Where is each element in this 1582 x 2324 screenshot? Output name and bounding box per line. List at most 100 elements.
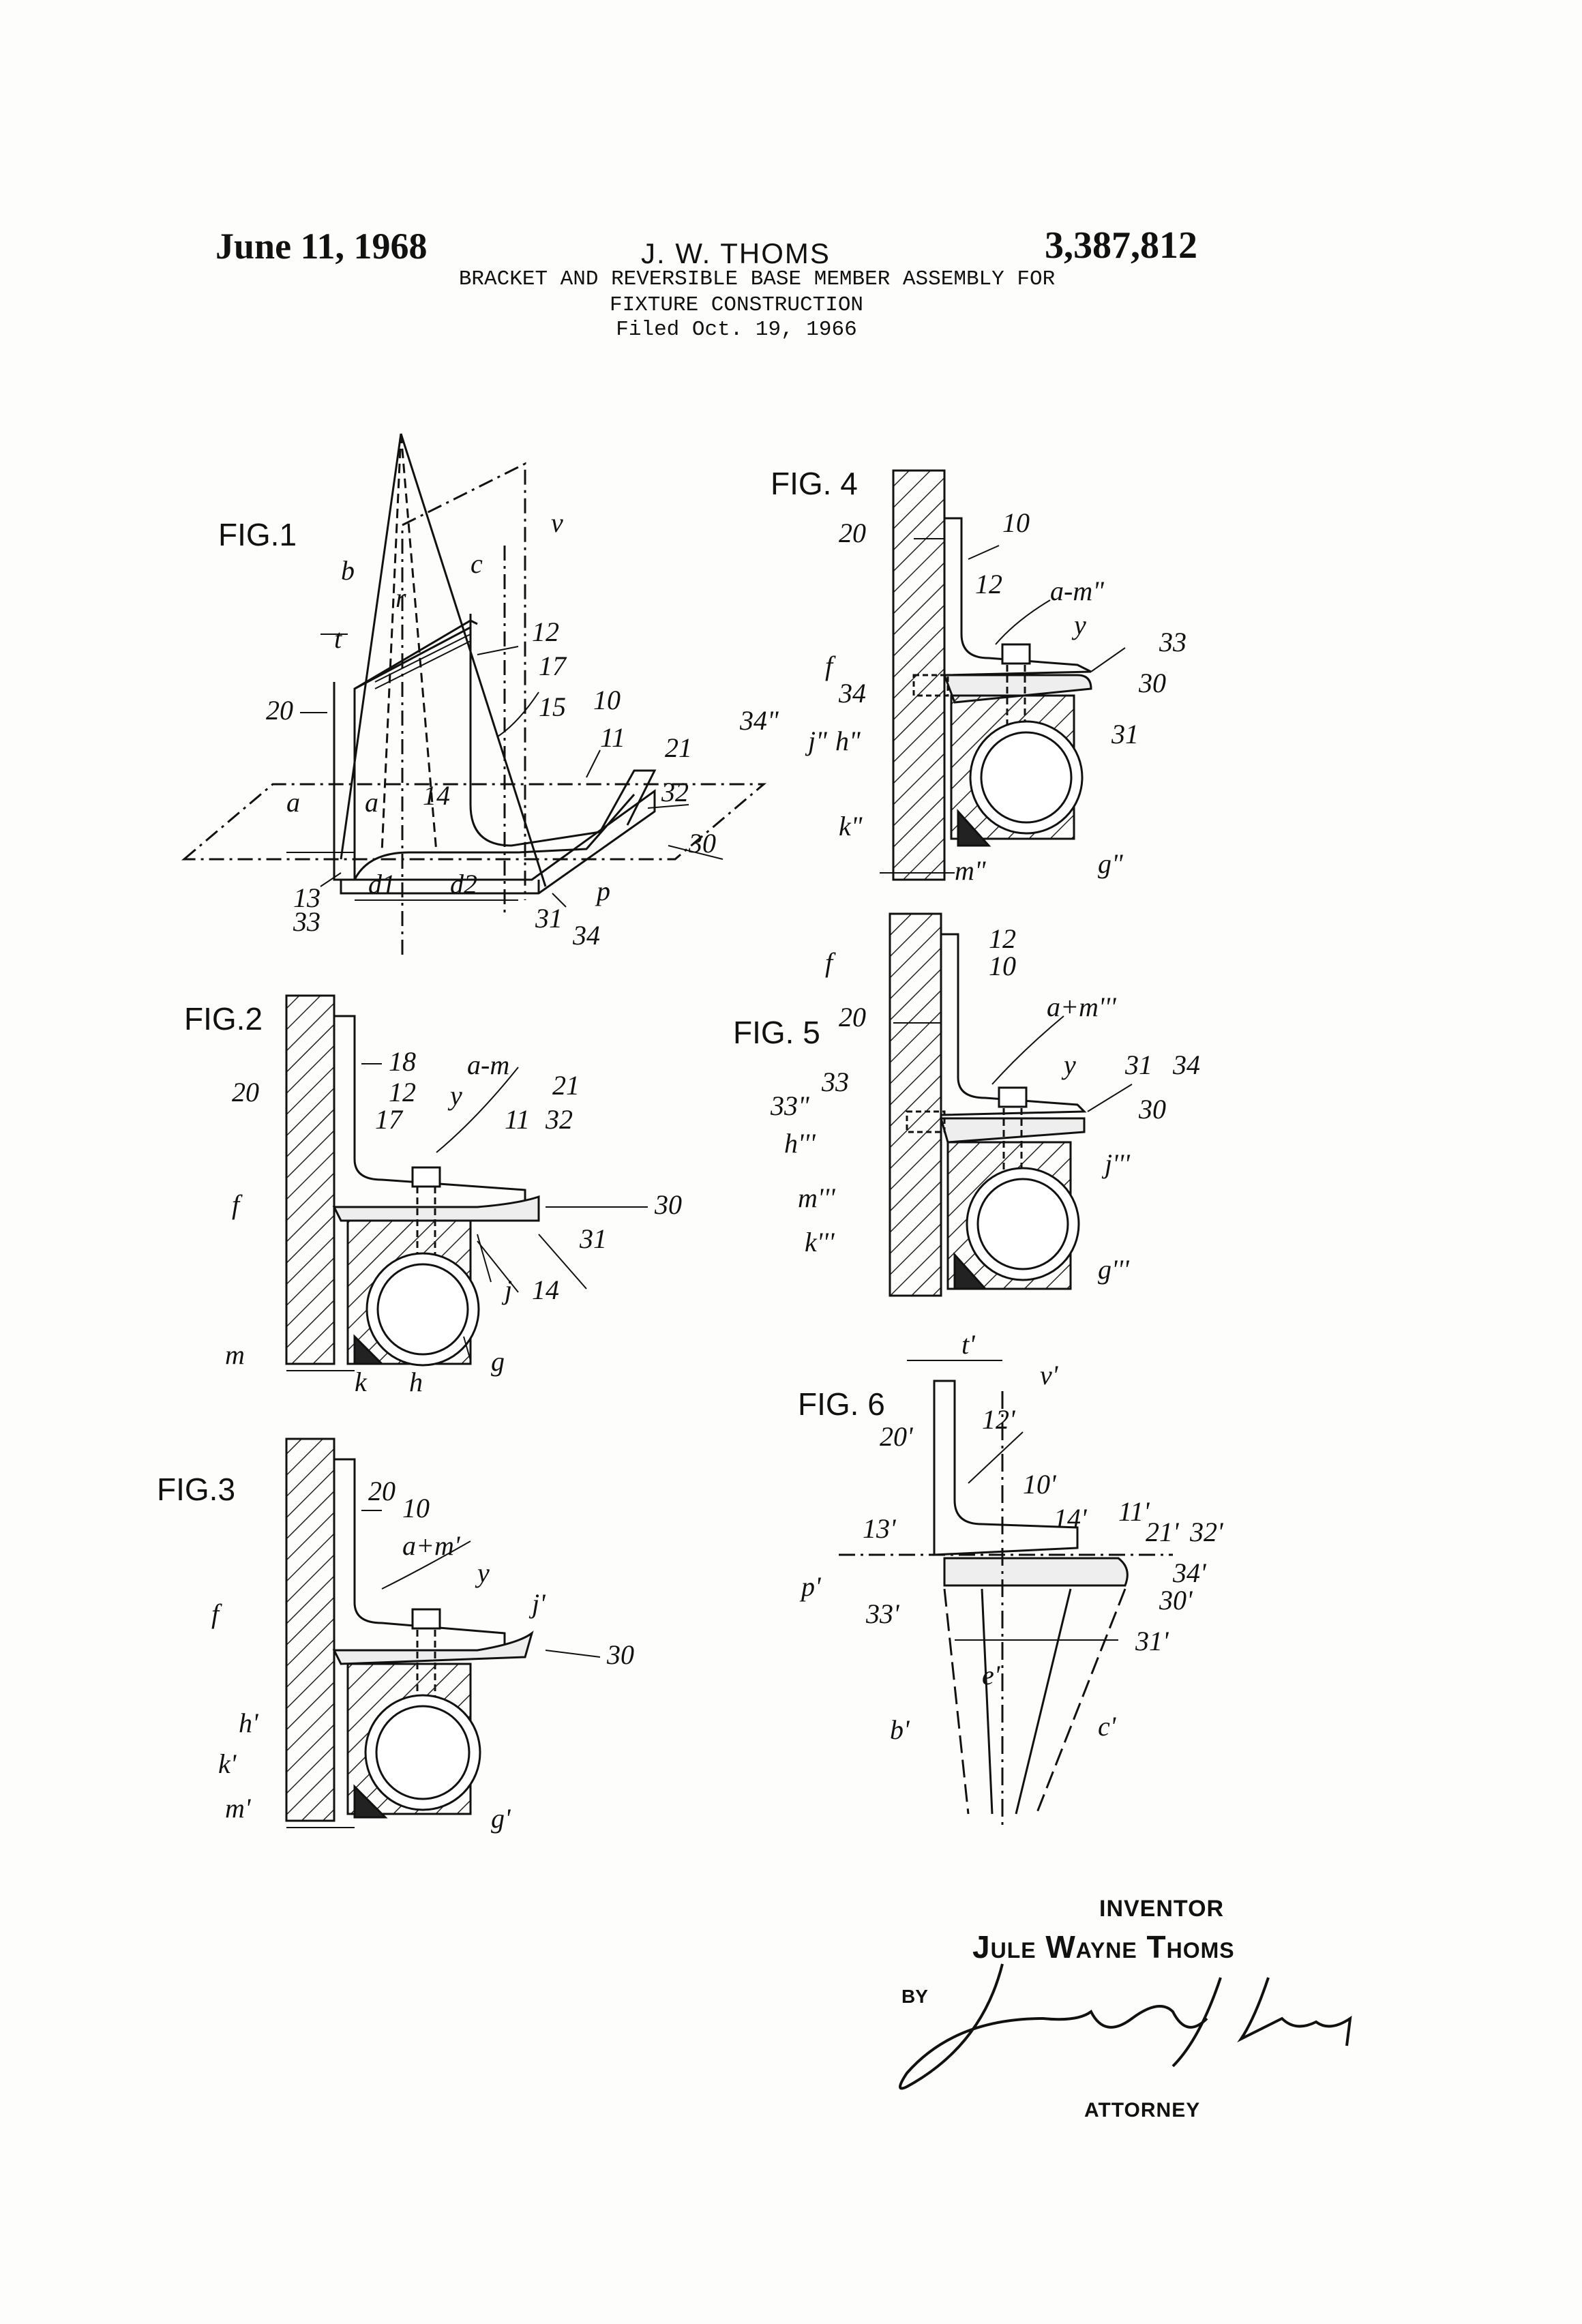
fig3-label-m: m' (225, 1793, 252, 1823)
fig6-label-12: 12' (982, 1404, 1016, 1435)
fig1-label-34: 34 (572, 920, 600, 951)
fig2-label-30: 30 (654, 1189, 682, 1220)
fig4-title: FIG. 4 (771, 466, 858, 501)
fig2-label-m: m (225, 1339, 245, 1370)
fig1-label-17: 17 (539, 651, 567, 681)
fig5-label-31: 31 (1124, 1049, 1152, 1080)
fig6-label-11: 11' (1118, 1496, 1150, 1527)
attorney-label: ATTORNEY (1084, 2099, 1201, 2121)
fig2-label-k: k (355, 1367, 368, 1397)
fig3-label-g: g' (491, 1803, 511, 1834)
fig4-label-y: y (1071, 610, 1086, 640)
fig5-label-f: f (825, 947, 836, 978)
fig6-label-21: 21' (1146, 1517, 1180, 1547)
fig6-label-30: 30' (1159, 1585, 1193, 1615)
fig6-label-10: 10' (1023, 1469, 1057, 1500)
fig4-label-j: j" (805, 726, 827, 756)
fig4-label-f: f (825, 651, 836, 681)
fig2-label-h: h (409, 1367, 423, 1397)
fig6-label-14: 14' (1054, 1503, 1088, 1534)
inventor-label: INVENTOR (1099, 1896, 1225, 1922)
fig1-label-14: 14 (423, 780, 450, 811)
fig1-label-32: 32 (661, 777, 689, 807)
fig4-label-30: 30 (1138, 668, 1166, 698)
fig6-label-t: t' (961, 1329, 976, 1360)
fig1-label-20: 20 (266, 695, 293, 726)
fig1-label-d1: d1 (368, 869, 395, 899)
fig6-label-31: 31' (1135, 1626, 1169, 1656)
fig6-title: FIG. 6 (798, 1386, 885, 1422)
fig6-drawing: FIG. 6 t' v' 20' 12' 10' 14' 11' 13' (798, 1329, 1224, 1828)
title-line-1: BRACKET AND REVERSIBLE BASE MEMBER ASSEM… (458, 267, 1056, 291)
fig3-label-y: y (475, 1558, 490, 1588)
fig4-label-31: 31 (1111, 719, 1139, 749)
fig2-title: FIG.2 (184, 1001, 263, 1037)
fig3-label-20: 20 (368, 1476, 395, 1506)
fig3-label-j: j' (528, 1588, 546, 1619)
fig4-label-g: g" (1098, 848, 1123, 879)
fig5-label-12: 12 (989, 923, 1016, 954)
fig1-title: FIG.1 (218, 517, 297, 552)
fig2-drawing: FIG.2 18 a-m 2 (184, 994, 682, 1397)
fig1-label-15: 15 (539, 691, 566, 722)
fig1-label-c: c (471, 548, 483, 579)
fig1-label-a-left: a (286, 787, 300, 818)
fig2-label-18: 18 (389, 1046, 416, 1077)
fig4-label-12: 12 (975, 569, 1002, 599)
by-label: BY (901, 1986, 928, 2007)
fig1-label-v: v (551, 507, 563, 538)
inventor-header: J. W. THOMS (641, 237, 831, 269)
fig5-label-k: k''' (805, 1227, 835, 1257)
fig6-label-e: e' (982, 1660, 1001, 1690)
fig1-label-31: 31 (535, 903, 563, 934)
fig3-label-30: 30 (606, 1639, 634, 1670)
fig2-label-a-m: a-m (467, 1049, 509, 1080)
fig4-label-20: 20 (839, 518, 866, 548)
fig2-label-31: 31 (579, 1223, 607, 1254)
fig6-label-32: 32' (1189, 1517, 1224, 1547)
fig3-label-f: f (211, 1598, 222, 1629)
fig4-label-34: 34 (838, 678, 866, 709)
fig2-label-12: 12 (389, 1077, 416, 1107)
fig5-label-m: m''' (798, 1182, 836, 1213)
fig1-label-10: 10 (593, 685, 621, 715)
fig2-label-y: y (447, 1080, 462, 1111)
fig4-label-10: 10 (1002, 507, 1030, 538)
fig5-label-a-plus-m: a+m''' (1047, 992, 1117, 1022)
fig1-label-30: 30 (688, 828, 716, 859)
fig5-label-g: g''' (1098, 1254, 1130, 1285)
fig1-label-12: 12 (532, 616, 559, 647)
fig2-label-32: 32 (545, 1104, 573, 1135)
title-line-2: FIXTURE CONSTRUCTION (609, 293, 864, 317)
fig6-label-20: 20' (880, 1421, 914, 1452)
fig1-label-r: r (395, 582, 406, 613)
fig1-label-a-right: a (365, 787, 378, 818)
fig5-label-j: j''' (1101, 1148, 1131, 1179)
fig1-label-p: p (595, 876, 610, 906)
fig5-label-h: h''' (784, 1128, 816, 1159)
fig2-label-f: f (232, 1189, 243, 1220)
fig5-label-y: y (1061, 1049, 1076, 1080)
fig3-label-a-plus-m: a+m' (402, 1530, 461, 1561)
fig3-drawing: FIG.3 20 10 a+m' y j' f 30 h' k' m' (157, 1437, 634, 1834)
fig1-label-b: b (341, 555, 355, 586)
fig6-label-33: 33' (865, 1598, 900, 1629)
fig5-drawing: FIG. 5 12 f 10 20 a+m''' y 31 34 33 33" (733, 912, 1200, 1297)
fig5-label-30: 30 (1138, 1094, 1166, 1124)
fig3-label-h: h' (239, 1708, 259, 1738)
fig6-label-b: b' (890, 1714, 910, 1745)
fig2-label-21: 21 (552, 1070, 580, 1101)
patent-number: 3,387,812 (1045, 224, 1197, 267)
fig5-label-10: 10 (989, 951, 1016, 981)
fig1-label-21: 21 (665, 732, 692, 763)
fig3-title: FIG.3 (157, 1472, 235, 1507)
fig1-label-d2: d2 (450, 869, 477, 899)
fig3-label-k: k' (218, 1748, 237, 1779)
fig2-label-g: g (491, 1346, 505, 1377)
fig5-label-33-dbl: 33" (770, 1090, 809, 1121)
filed-date: Filed Oct. 19, 1966 (616, 318, 857, 342)
fig1-drawing: FIG.1 (181, 433, 767, 955)
fig4-label-a-m: a-m" (1050, 576, 1104, 606)
